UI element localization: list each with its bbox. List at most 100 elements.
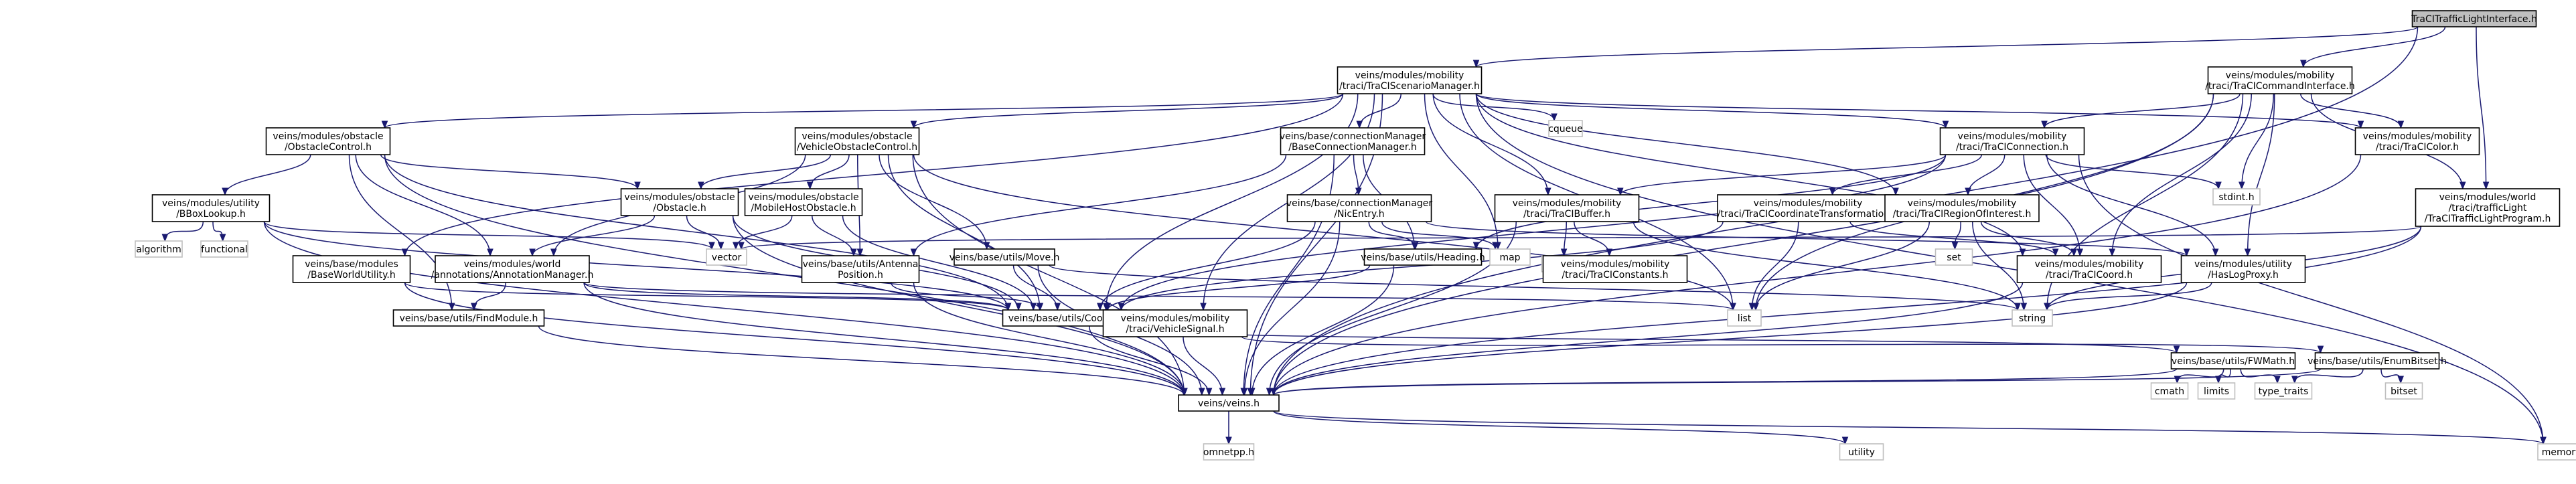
node-box: [2197, 382, 2236, 400]
dependency-edges: [165, 26, 2544, 445]
edge-vobsctl-to-move: [879, 154, 987, 249]
node-label: veins/base/utils/Heading.h: [1361, 252, 1485, 263]
node-veins[interactable]: veins/veins.h: [1178, 394, 1280, 412]
node-box: [2016, 255, 2162, 283]
edge-cmdif-to-color: [2300, 93, 2401, 129]
node-heading[interactable]: veins/base/utils/Heading.h: [1361, 248, 1485, 266]
node-label: veins/modules/world: [2439, 192, 2536, 203]
node-label: veins/base/utils/Coord.h: [1008, 313, 1122, 324]
node-box: [2354, 127, 2480, 155]
edge-fwmath-to-limits: [2218, 368, 2231, 383]
node-tlprog[interactable]: veins/modules/world/traci/trafficLight/T…: [2415, 188, 2561, 227]
edge-move-to-coord: [1012, 264, 1058, 311]
node-label: veins/base/connectionManager: [1280, 131, 1426, 142]
node-move[interactable]: veins/base/utils/Move.h: [950, 248, 1060, 266]
node-enumbit[interactable]: veins/base/utils/EnumBitset.h: [2307, 352, 2447, 370]
node-bbox[interactable]: veins/modules/utility/BBoxLookup.h: [151, 194, 271, 222]
node-box: [954, 248, 1055, 266]
edge-scm-to-map: [1424, 93, 1499, 249]
edge-roi-to-list: [1756, 221, 1930, 310]
node-label: /HasLogProxy.h: [2208, 270, 2279, 280]
dependency-nodes: TraCITrafficLightInterface.hveins/module…: [135, 10, 2576, 461]
edge-conn-to-haslog: [2046, 154, 2216, 256]
node-set: set: [1935, 248, 1973, 266]
node-label: omnetpp.h: [1203, 447, 1254, 458]
node-conn[interactable]: veins/modules/mobility/traci/TraCIConnec…: [1939, 127, 2085, 155]
node-annot[interactable]: veins/modules/world/annotations/Annotati…: [431, 255, 594, 283]
edge-conn-to-stdint: [2045, 154, 2218, 189]
node-map: map: [1489, 248, 1531, 266]
edge-root-to-tlprog: [2476, 26, 2486, 189]
node-obsctl[interactable]: veins/modules/obstacle/ObstacleControl.h: [265, 127, 391, 155]
node-scm[interactable]: veins/modules/mobility/traci/TraCIScenar…: [1337, 66, 1483, 94]
node-fwmath[interactable]: veins/base/utils/FWMath.h: [2170, 352, 2296, 370]
edge-obsctl-to-bbox: [225, 154, 311, 195]
edge-mho-to-vector: [736, 215, 793, 250]
edge-scm-to-roi: [1475, 93, 1896, 195]
node-limits: limits: [2197, 382, 2236, 400]
node-label: Position.h: [838, 270, 883, 280]
node-label: veins/modules/mobility: [1513, 198, 1622, 209]
node-roi[interactable]: veins/modules/mobility/traci/TraCIRegion…: [1884, 194, 2040, 222]
edge-conn-to-ctrans: [1833, 154, 1982, 195]
node-bwu[interactable]: veins/base/modules/BaseWorldUtility.h: [292, 255, 411, 283]
edge-vobsctl-to-veins: [912, 154, 1184, 395]
node-bitset: bitset: [2384, 382, 2423, 400]
edge-obsctl-to-annot: [355, 154, 490, 256]
edge-nic-to-haslog: [1425, 221, 2187, 256]
edge-scm-to-memory: [1475, 93, 2544, 444]
edge-nic-to-map: [1381, 221, 1495, 250]
node-haslog[interactable]: veins/modules/utility/HasLogProxy.h: [2180, 255, 2306, 283]
node-obstacle[interactable]: veins/modules/obstacle/Obstacle.h: [620, 188, 739, 216]
node-label: /NicEntry.h: [1334, 209, 1384, 220]
edge-obsctl-to-coord: [384, 154, 1008, 310]
node-box: [2415, 188, 2561, 227]
node-box: [801, 255, 920, 283]
node-label: /traci/TraCIColor.h: [2376, 142, 2459, 153]
node-typetraits: type_traits: [2254, 382, 2313, 400]
edge-mho-to-antenna: [812, 215, 854, 256]
node-color[interactable]: veins/modules/mobility/traci/TraCIColor.…: [2354, 127, 2480, 155]
node-label: veins/base/modules: [305, 259, 398, 270]
node-mho[interactable]: veins/modules/obstacle/MobileHostObstacl…: [744, 188, 863, 216]
edge-nic-to-heading: [1368, 221, 1415, 250]
node-box: [1489, 248, 1531, 266]
node-nic[interactable]: veins/base/connectionManager/NicEntry.h: [1286, 194, 1433, 222]
node-label: veins/modules/utility: [2194, 259, 2292, 270]
edge-obstacle-to-veins: [732, 215, 1185, 395]
node-vobsctl[interactable]: veins/modules/obstacle/VehicleObstacleCo…: [794, 127, 920, 155]
node-box: [794, 127, 920, 155]
node-label: /Obstacle.h: [653, 203, 706, 214]
node-vsig[interactable]: veins/modules/mobility/traci/VehicleSign…: [1102, 309, 1248, 337]
edge-roi-to-tcoord: [1980, 221, 2074, 256]
node-consts[interactable]: veins/modules/mobility/traci/TraCIConsta…: [1542, 255, 1688, 283]
node-label: veins/modules/mobility: [1754, 198, 1863, 209]
edge-roi-to-string: [1972, 221, 2024, 310]
node-buffer[interactable]: veins/modules/mobility/traci/TraCIBuffer…: [1494, 194, 1640, 222]
node-label: stdint.h: [2218, 192, 2254, 203]
node-tcoord[interactable]: veins/modules/mobility/traci/TraCICoord.…: [2016, 255, 2162, 283]
node-findmod[interactable]: veins/base/utils/FindModule.h: [392, 309, 545, 327]
node-cmdif[interactable]: veins/modules/mobility/traci/TraCIComman…: [2205, 66, 2355, 94]
node-box: [744, 188, 863, 216]
edge-vobsctl-to-mho: [810, 154, 850, 189]
edge-obstacle-to-annot: [532, 215, 656, 256]
node-ctrans[interactable]: veins/modules/mobility/traci/TraCICoordi…: [1717, 194, 1899, 222]
node-label: limits: [2204, 386, 2229, 397]
node-qpause: cqueue: [1548, 120, 1583, 137]
edge-scm-to-bcm: [1359, 93, 1401, 129]
node-box: [2207, 66, 2353, 94]
node-box: [1102, 309, 1248, 337]
node-box: [2150, 382, 2189, 400]
node-box: [1884, 194, 2040, 222]
edge-annot-to-coord: [583, 282, 1008, 311]
node-label: veins/modules/mobility: [2363, 131, 2472, 142]
edge-mho-to-coord: [842, 215, 1034, 310]
edge-conn-to-memory: [2078, 154, 2544, 444]
node-box: [2411, 10, 2537, 27]
node-label: veins/modules/obstacle: [624, 192, 735, 203]
node-bcm[interactable]: veins/base/connectionManager/BaseConnect…: [1280, 127, 1426, 155]
node-box: [706, 248, 747, 266]
